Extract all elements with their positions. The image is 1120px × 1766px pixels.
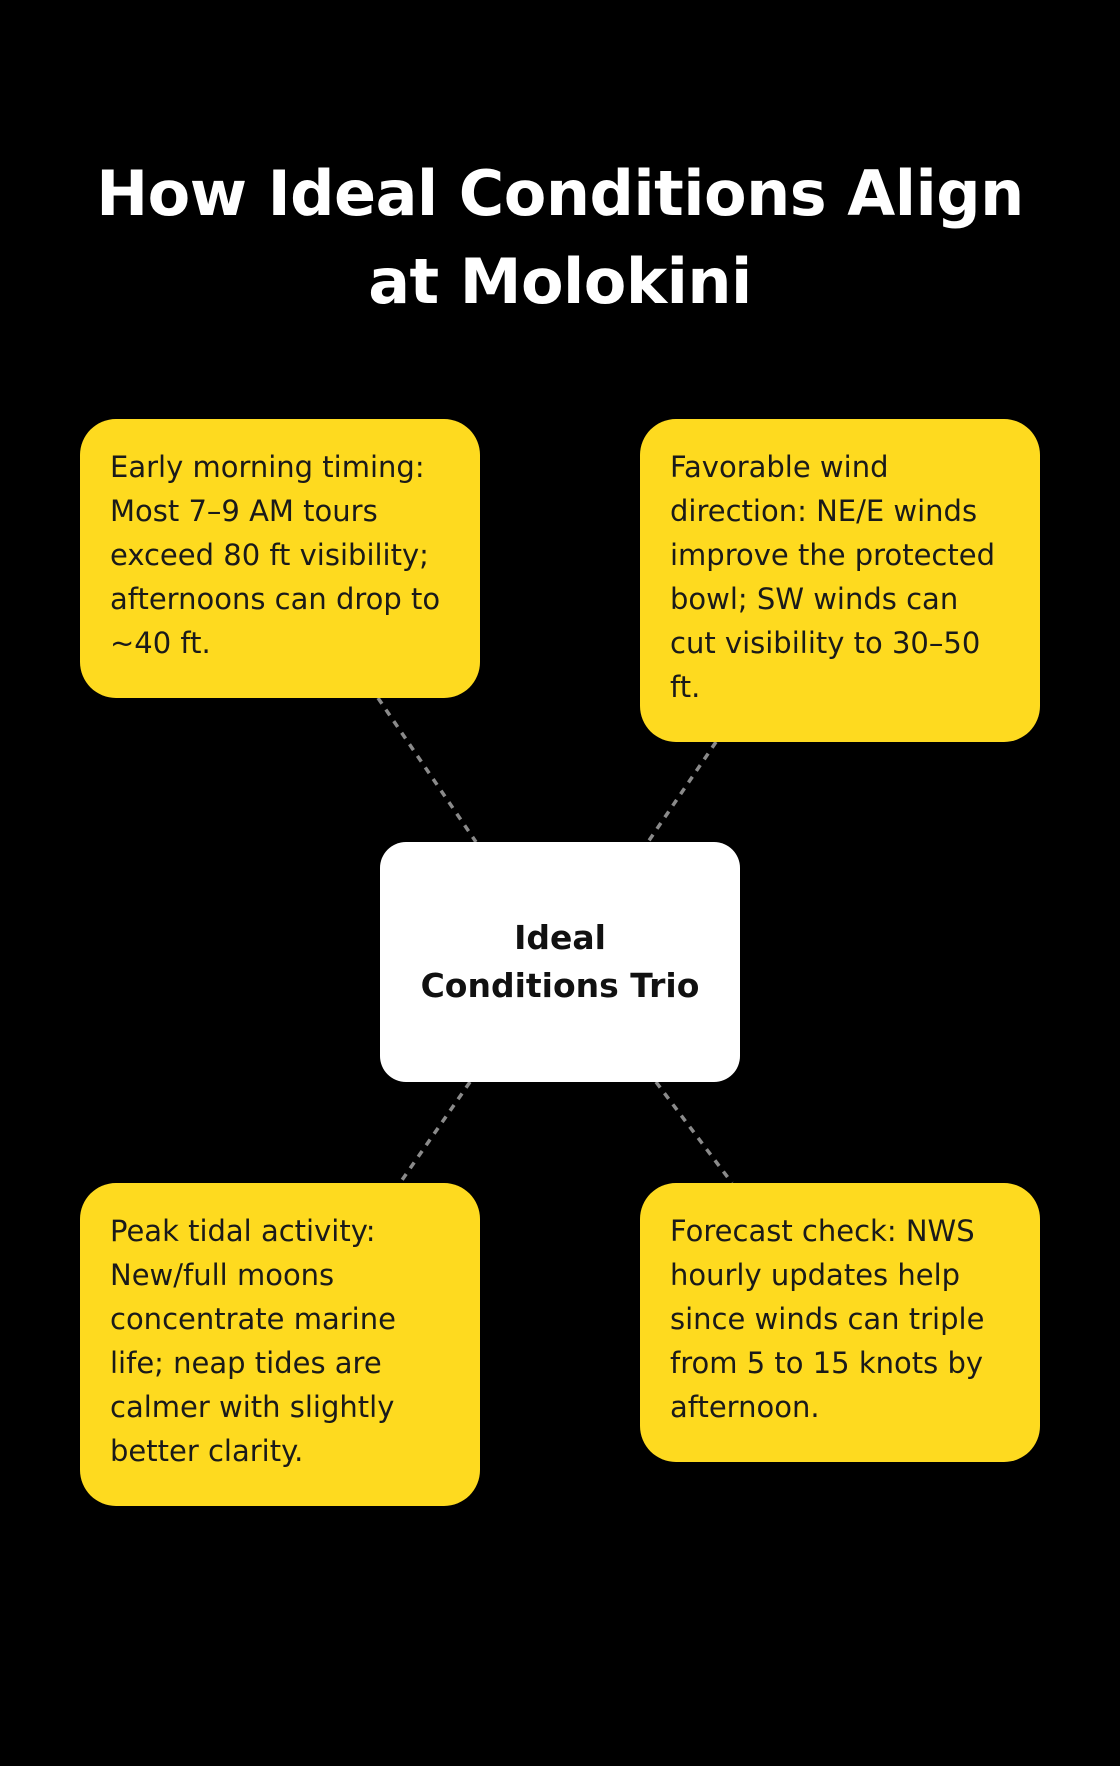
center-label: Ideal Conditions Trio [420, 918, 700, 1005]
node-text: Early morning timing: Most 7–9 AM tours … [110, 450, 441, 660]
node-text: Peak tidal activity: New/full moons conc… [110, 1214, 396, 1468]
node-forecast-check: Forecast check: NWS hourly updates help … [640, 1183, 1040, 1462]
node-early-morning-timing: Early morning timing: Most 7–9 AM tours … [80, 419, 480, 698]
node-text: Forecast check: NWS hourly updates help … [670, 1214, 985, 1424]
node-peak-tidal-activity: Peak tidal activity: New/full moons conc… [80, 1183, 480, 1506]
node-favorable-wind-direction: Favorable wind direction: NE/E winds imp… [640, 419, 1040, 742]
node-text: Favorable wind direction: NE/E winds imp… [670, 450, 995, 704]
diagram-title: How Ideal Conditions Align at Molokini [96, 156, 1024, 318]
connector-bottom-right [654, 1080, 734, 1185]
connector-bottom-left [398, 1081, 472, 1184]
center-node: Ideal Conditions Trio [380, 842, 740, 1082]
connector-top-left [376, 697, 478, 843]
connector-top-right [646, 741, 718, 843]
